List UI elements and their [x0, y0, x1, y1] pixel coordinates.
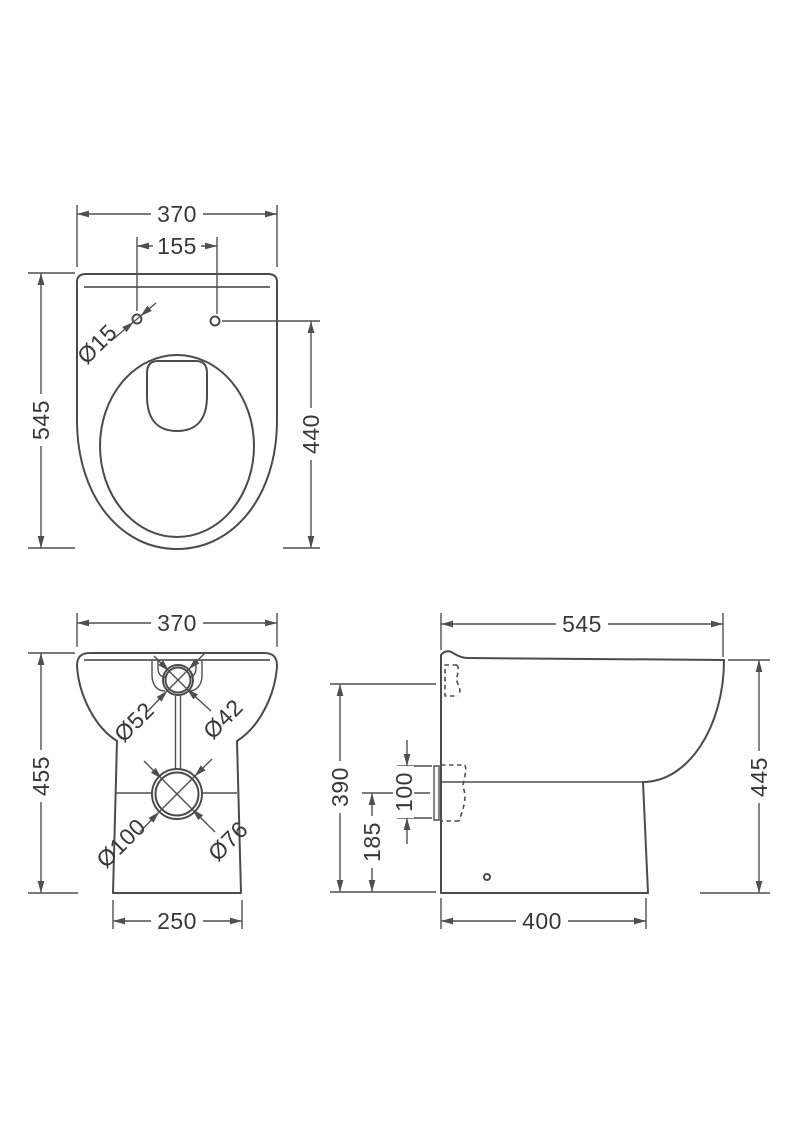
side-dim-outlet-centre: 185	[359, 792, 430, 892]
side-outlet-centre-label: 185	[359, 822, 385, 862]
front-hinge-circle-outer	[162, 664, 194, 696]
front-width-label: 370	[157, 610, 197, 636]
front-hinge-bracket	[151, 660, 203, 692]
side-dim-height: 445	[700, 659, 772, 894]
front-view: Ø52 Ø42 Ø100 Ø76	[28, 610, 278, 934]
front-dim-width: 370	[76, 610, 278, 647]
front-dim-base-width: 250	[112, 900, 243, 934]
front-dia42-callout: Ø42	[153, 655, 248, 744]
front-flush-pipe	[174, 696, 182, 769]
front-dim-height: 455	[28, 652, 78, 894]
front-base-width-label: 250	[157, 908, 197, 934]
plan-pan-outline	[76, 273, 278, 550]
plan-depth-label: 545	[28, 400, 54, 440]
front-height-label: 455	[28, 756, 54, 796]
side-dim-depth: 545	[440, 611, 724, 657]
front-pan-outline	[76, 652, 278, 894]
side-outlet-dia-label: 100	[391, 772, 417, 812]
side-outlet-dashed	[441, 764, 467, 822]
side-view: 545 445 390 185	[327, 611, 772, 934]
front-dia100-label: Ø100	[91, 813, 151, 873]
plan-dim-fixing-to-front: 440	[222, 320, 324, 549]
plan-width-label: 370	[157, 201, 197, 227]
plan-dim-depth: 545	[28, 272, 75, 549]
side-height-label: 445	[746, 757, 772, 797]
plan-dim-fixing-centres: 155	[136, 233, 218, 314]
plan-fixing-to-front-label: 440	[298, 414, 324, 454]
side-back-height-label: 390	[327, 767, 353, 807]
front-hinge-circle-inner	[164, 666, 192, 694]
side-pan-outline	[440, 650, 725, 894]
front-dia76-label: Ø76	[203, 816, 253, 866]
side-dim-outlet-dia: 100	[391, 740, 432, 844]
front-outlet-circle-inner	[154, 771, 200, 817]
front-dia42-label: Ø42	[198, 694, 248, 744]
side-inlet-dashed	[444, 664, 461, 697]
side-dim-back-height: 390	[327, 683, 436, 893]
plan-fixing-centres-label: 155	[157, 233, 197, 259]
plan-view: 370 155 545 440	[28, 201, 324, 550]
plan-fixing-hole-right	[209, 315, 221, 327]
plan-hole-dia-callout: Ø15	[72, 302, 157, 369]
side-base-depth-label: 400	[522, 908, 562, 934]
side-fixing-hole	[483, 873, 491, 881]
plan-dim-width: 370	[76, 201, 278, 267]
side-depth-label: 545	[562, 611, 602, 637]
plan-fixing-hole-left	[131, 313, 143, 325]
front-outlet-circle-outer	[151, 768, 203, 820]
plan-hole-dia-label: Ø15	[72, 319, 122, 369]
side-dim-base-depth: 400	[440, 898, 647, 934]
plan-sump-outline	[146, 360, 208, 432]
side-outlet-spigot	[433, 765, 441, 821]
plan-bowl-outline	[99, 354, 255, 538]
